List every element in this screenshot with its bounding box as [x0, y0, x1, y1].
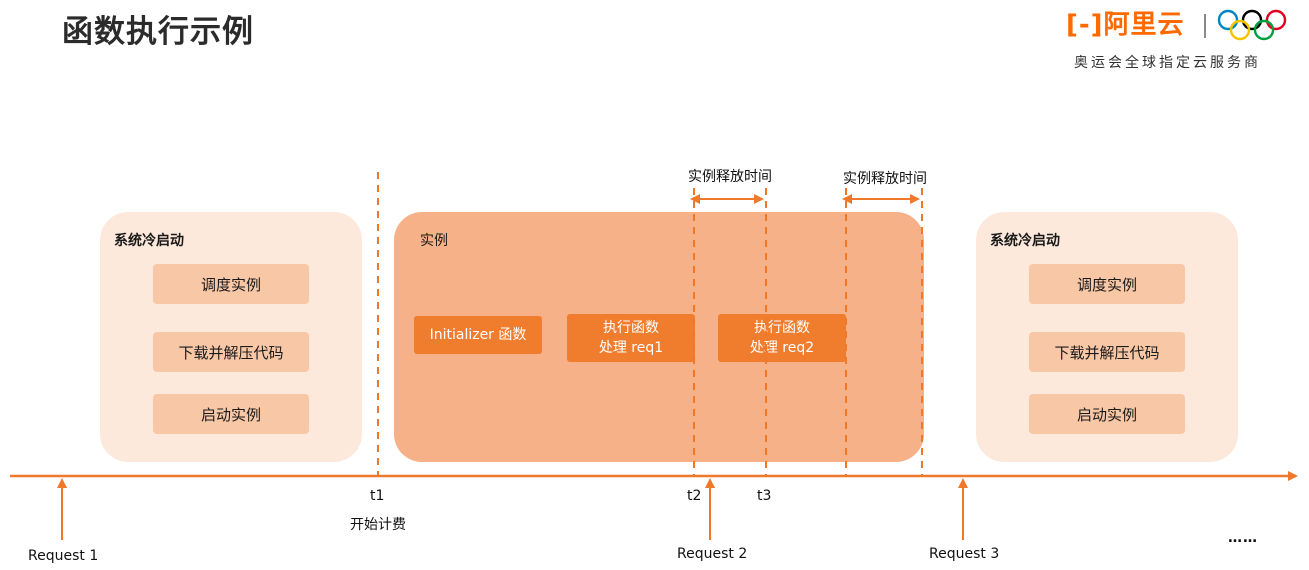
step-schedule-instance-right: 调度实例: [1029, 264, 1185, 304]
logo-divider: [1204, 14, 1206, 38]
execute-req1-line2: 处理 req1: [598, 340, 664, 356]
more-requests-ellipsis: ……: [1228, 530, 1258, 546]
t3-label: t3: [757, 488, 772, 504]
logo-tagline: 奥运会全球指定云服务商: [1074, 55, 1261, 71]
execute-req1-line1: 执行函数: [603, 320, 659, 336]
release-label-1: 实例释放时间: [688, 169, 772, 185]
step-start-instance-right: 启动实例: [1029, 394, 1185, 434]
execute-req1-box: 执行函数 处理 req1: [567, 314, 695, 362]
cold-start-panel-left: 系统冷启动 调度实例 下载并解压代码 启动实例: [100, 212, 362, 462]
olympic-rings-icon: [1217, 9, 1287, 41]
t1-label: t1: [370, 488, 385, 504]
initializer-function-box: Initializer 函数: [414, 316, 542, 354]
release-label-2: 实例释放时间: [843, 171, 927, 187]
execute-req2-box: 执行函数 处理 req2: [718, 314, 846, 362]
instance-title: 实例: [420, 233, 448, 249]
t1-billing-note: 开始计费: [350, 517, 406, 533]
cold-start-title-right: 系统冷启动: [990, 233, 1060, 249]
alibaba-cloud-logo: [-]阿里云 奥运会全球指定云服务商: [1066, 8, 1291, 78]
execute-req2-line1: 执行函数: [754, 320, 810, 336]
request2-label: Request 2: [677, 546, 748, 562]
request3-label: Request 3: [929, 546, 1000, 562]
step-schedule-instance-left: 调度实例: [153, 264, 309, 304]
cold-start-title-left: 系统冷启动: [114, 233, 184, 249]
cold-start-panel-right: 系统冷启动 调度实例 下载并解压代码 启动实例: [976, 212, 1238, 462]
step-start-instance-left: 启动实例: [153, 394, 309, 434]
t2-label: t2: [687, 488, 702, 504]
step-download-code-right: 下载并解压代码: [1029, 332, 1185, 372]
logo-brand: [-]阿里云: [1066, 10, 1185, 40]
request1-label: Request 1: [28, 548, 99, 564]
page-title: 函数执行示例: [62, 14, 254, 50]
step-download-code-left: 下载并解压代码: [153, 332, 309, 372]
